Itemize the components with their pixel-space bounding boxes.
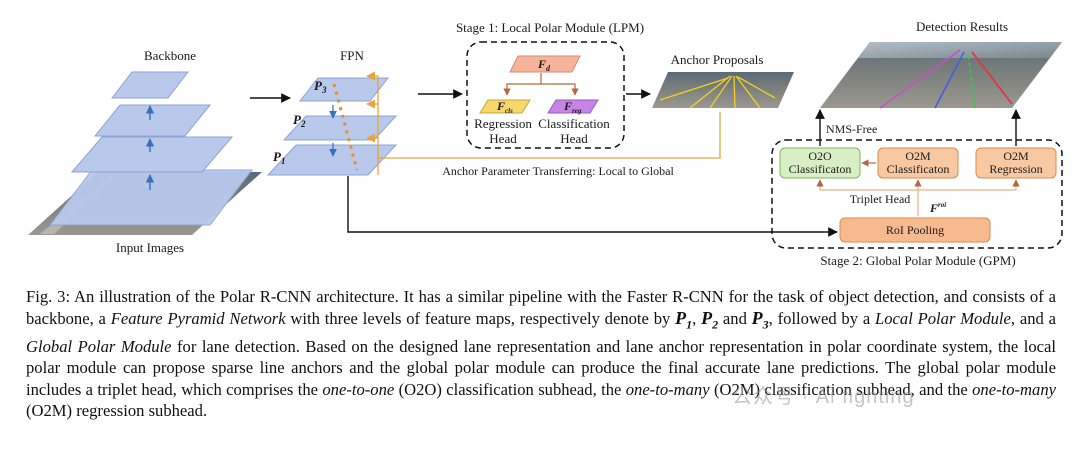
o2o-classification-box [779, 147, 861, 179]
backbone-planes [48, 71, 254, 226]
o2m-reg-label-1: O2M [1003, 149, 1029, 163]
roi-pooling-label: RoI Pooling [886, 223, 944, 237]
fd-feature [509, 55, 581, 73]
gpm-box [771, 139, 1063, 249]
caption-text: , followed by a [768, 308, 875, 328]
caption-symbol: P1 [675, 307, 693, 332]
o2m-regression-box [975, 147, 1057, 179]
p2-label: P2 [293, 112, 306, 129]
caption-text: and [718, 308, 752, 328]
anchor-proposals-label: Anchor Proposals [671, 52, 764, 67]
caption-text: with three levels of feature maps, respe… [285, 308, 676, 328]
caption-italic: Feature Pyramid Network [110, 308, 286, 328]
caption-text: (O2M) classification subhead, and the [709, 379, 973, 399]
caption-text: , and a [1010, 308, 1056, 328]
triplet-head-label: Triplet Head [850, 192, 911, 206]
fcls-label: Fcls [496, 99, 513, 115]
o2m-reg-label-2: Regression [989, 162, 1042, 176]
fd-label: Fd [537, 57, 551, 73]
caption-text: (O2O) classification subhead, the [394, 379, 626, 399]
caption-italic: one-to-one [322, 379, 395, 399]
nms-free-label: NMS-Free [826, 122, 877, 136]
figure-caption: Fig. 3: An illustration of the Polar R-C… [26, 286, 1056, 422]
o2o-label-1: O2O [808, 149, 832, 163]
regression-head-label: Regression [474, 116, 532, 131]
caption-symbol: P2 [701, 307, 719, 332]
stage1-title: Stage 1: Local Polar Module (LPM) [456, 20, 644, 35]
fpn-planes [266, 71, 398, 176]
lpm-box [466, 41, 625, 149]
stage2-title: Stage 2: Global Polar Module (GPM) [820, 253, 1015, 268]
classification-head-label: Classification [538, 116, 610, 131]
anchor-proposals-image [652, 72, 794, 109]
detection-results-label: Detection Results [916, 19, 1008, 34]
caption-italic: one-to-many [625, 379, 710, 399]
caption-italic: one-to-many [972, 379, 1056, 399]
watermark: 公众号 · Ai fighting [732, 386, 915, 408]
caption-italic: Local Polar Module [875, 308, 1011, 328]
caption-italic: Global Polar Module [26, 336, 172, 356]
o2m-cls-label-2: Classificaton [887, 162, 950, 176]
anchor-transfer-line [377, 112, 721, 159]
freg-feature [547, 99, 599, 114]
p1-label: P1 [273, 149, 285, 166]
regression-head-label-2: Head [489, 131, 517, 146]
froi-label: Froi [929, 201, 946, 215]
detection-results-image [820, 42, 1062, 109]
caption-symbol: P3 [751, 307, 769, 332]
roi-pooling-box [839, 217, 991, 243]
classification-head-label-2: Head [560, 131, 588, 146]
caption-text: Fig. 3: An illustration of the Polar R-C… [26, 287, 1056, 328]
architecture-diagram: Backbone FPN Input Images Stage 1: Local… [28, 19, 1063, 268]
fcls-feature [479, 99, 531, 114]
caption-text: for lane detection. Based on the designe… [26, 336, 1056, 399]
caption-text: , [692, 308, 702, 328]
fpn-label: FPN [340, 48, 364, 63]
caption-text: (O2M) regression subhead. [26, 401, 208, 421]
anchor-transfer-label: Anchor Parameter Transferring: Local to … [442, 164, 674, 178]
input-images-label: Input Images [116, 240, 184, 255]
o2m-classification-box [877, 147, 959, 179]
fpn-to-roi-arrow [347, 176, 838, 237]
p3-label: P3 [314, 78, 327, 95]
backbone-label: Backbone [144, 48, 196, 63]
o2o-label-2: Classificaton [789, 162, 852, 176]
freg-label: Freg [563, 99, 582, 115]
o2m-cls-label-1: O2M [905, 149, 931, 163]
